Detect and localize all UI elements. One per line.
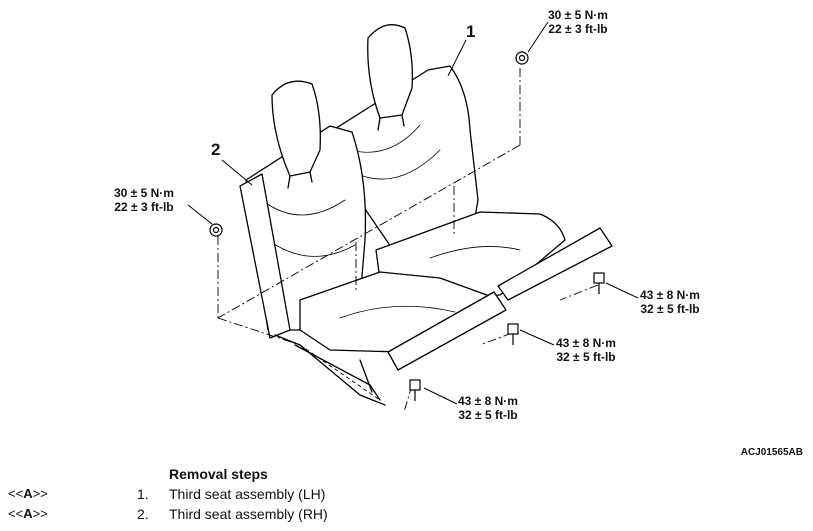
bolt-right-mid-icon	[507, 323, 519, 345]
seat-diagram	[187, 21, 639, 413]
lh-headrest	[271, 80, 321, 177]
torque-nm: 30 ± 5 N·m	[548, 8, 608, 22]
torque-ftlb: 32 ± 5 ft-lb	[458, 408, 518, 422]
torque-ftlb: 22 ± 3 ft-lb	[114, 200, 174, 214]
torque-nm: 43 ± 8 N·m	[640, 288, 700, 302]
torque-label-left: 30 ± 5 N·m 22 ± 3 ft-lb	[114, 186, 174, 214]
rh-hinge-bar	[497, 227, 613, 301]
step-number: 1.	[137, 486, 149, 502]
step-text: Third seat assembly (RH)	[169, 506, 328, 522]
torque-label-top-right: 30 ± 5 N·m 22 ± 3 ft-lb	[548, 8, 608, 36]
torque-nm: 30 ± 5 N·m	[114, 186, 174, 200]
removal-steps-heading: Removal steps	[169, 466, 268, 482]
torque-label-right-mid: 43 ± 8 N·m 32 ± 5 ft-lb	[556, 336, 616, 364]
removal-step-row: <<A>> 2. Third seat assembly (RH)	[0, 506, 600, 524]
step-reference-tag: <<A>>	[8, 506, 48, 521]
torque-nm: 43 ± 8 N·m	[458, 394, 518, 408]
lh-hinge-bar	[387, 291, 507, 371]
figure-id: ACJ01565AB	[740, 447, 803, 458]
nut-top-right-icon	[515, 51, 529, 65]
torque-label-right-upper: 43 ± 8 N·m 32 ± 5 ft-lb	[640, 288, 700, 316]
bolt-bottom-icon	[409, 379, 421, 401]
callout-2: 2	[211, 140, 221, 159]
bolt-right-upper-icon	[593, 272, 605, 294]
torque-ftlb: 32 ± 5 ft-lb	[556, 350, 616, 364]
removal-step-row: <<A>> 1. Third seat assembly (LH)	[0, 486, 600, 504]
torque-ftlb: 22 ± 3 ft-lb	[548, 22, 608, 36]
step-text: Third seat assembly (LH)	[169, 486, 326, 502]
callout-1: 1	[466, 22, 476, 41]
step-number: 2.	[137, 506, 149, 522]
torque-ftlb: 32 ± 5 ft-lb	[640, 302, 700, 316]
torque-nm: 43 ± 8 N·m	[556, 336, 616, 350]
torque-label-bottom: 43 ± 8 N·m 32 ± 5 ft-lb	[458, 394, 518, 422]
step-reference-tag: <<A>>	[8, 486, 48, 501]
nut-left-icon	[209, 223, 223, 237]
lh-side-panel	[239, 173, 291, 339]
rh-headrest	[367, 24, 413, 119]
